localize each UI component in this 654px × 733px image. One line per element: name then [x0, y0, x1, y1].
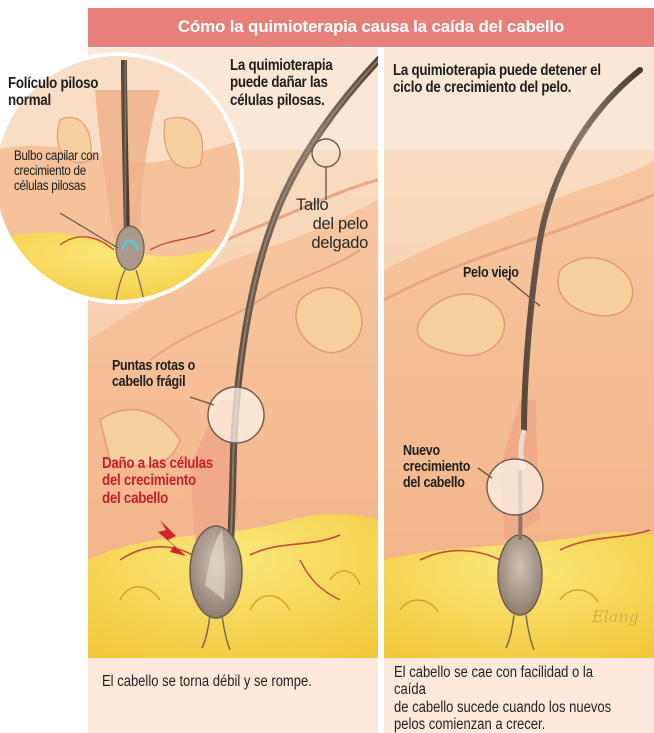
title-banner: Cómo la quimioterapia causa la caída del… — [88, 8, 654, 47]
damage-label: Daño a las células del crecimiento del c… — [102, 455, 213, 507]
artist-signature: Elang — [591, 607, 639, 626]
right-panel-art: Elang — [384, 48, 654, 658]
left-caption: El cabello se torna débil y se rompe. — [102, 673, 312, 690]
left-heading: La quimioterapia puede dañar las células… — [230, 57, 333, 109]
new-growth-label: Nuevo crecimiento del cabello — [403, 443, 470, 492]
new-growth-callout — [487, 459, 543, 515]
inset-heading: Folículo piloso normal — [8, 75, 98, 110]
inset-bulb-label: Bulbo capilar con crecimiento de células… — [14, 148, 99, 193]
broken-tips-label: Puntas rotas o cabello frágil — [112, 358, 195, 390]
old-hair-label: Pelo viejo — [463, 265, 519, 281]
right-caption: El cabello se cae con facilidad o la caí… — [394, 664, 612, 733]
broken-tips-callout — [208, 387, 264, 443]
panel-divider — [378, 48, 384, 660]
diagram-title: Cómo la quimioterapia causa la caída del… — [88, 17, 654, 37]
shaft-callout — [312, 139, 340, 167]
right-heading: La quimioterapia puede detener el ciclo … — [393, 62, 601, 97]
thin-shaft-label: Tallo del pelo delgado — [296, 196, 368, 253]
